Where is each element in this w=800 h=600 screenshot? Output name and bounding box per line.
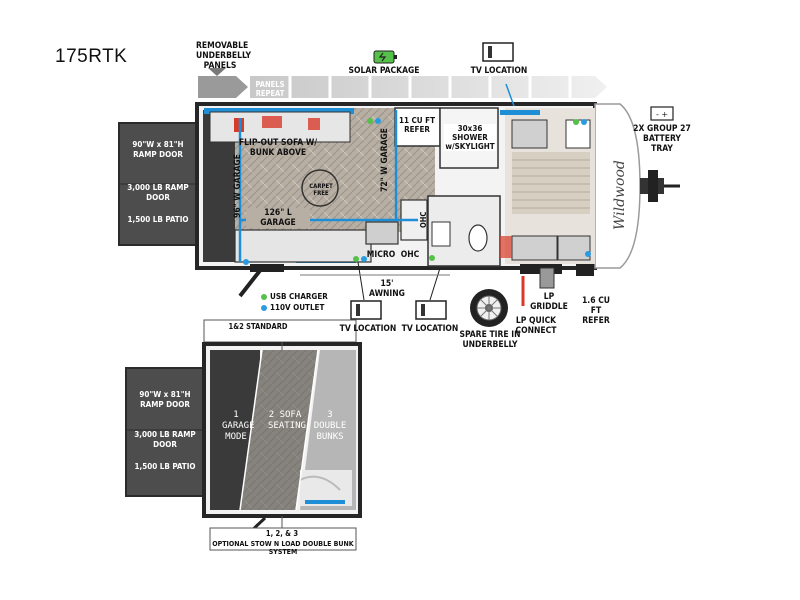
awning-label: 15' AWNING [369, 279, 405, 299]
panels-repeat-label: PANELS REPEAT [255, 80, 285, 98]
inset-footer-label: OPTIONAL STOW N LOAD DOUBLE BUNK SYSTEM [212, 540, 354, 556]
spare-tire-label: SPARE TIRE IN UNDERBELLY [459, 330, 521, 350]
inset-ramp-size-label: 90"W x 81"H RAMP DOOR [139, 390, 191, 409]
ramp-door-size-label: 90"W x 81"H RAMP DOOR [132, 140, 184, 159]
solar-battery-icon [373, 50, 397, 64]
solar-package-label: SOLAR PACKAGE [348, 66, 420, 76]
garage-width-72-label: 72" W GARAGE [380, 128, 390, 192]
inset-ramp-weight-label: 3,000 LB RAMP DOOR [134, 430, 196, 449]
legend-outlet-dot [261, 305, 267, 311]
ramp-door [118, 122, 198, 246]
lp-quick-connect-label: LP QUICK CONNECT [515, 316, 557, 336]
panels-arrow-icon [208, 68, 226, 76]
inset-patio-label: 1,500 LB PATIO [134, 462, 196, 471]
battery-tray-label: 2X GROUP 27 BATTERY TRAY [633, 124, 691, 154]
ramp-door-weight-label: 3,000 LB RAMP DOOR [127, 183, 189, 202]
outlet-dots [243, 118, 591, 265]
underbelly-panels-band [198, 76, 607, 98]
refer-label: 11 CU FT REFER [398, 116, 436, 134]
micro-label: MICRO [366, 250, 396, 260]
battery-icon: - + [650, 106, 674, 121]
carpet-free-label: CARPET FREE [309, 183, 333, 197]
carpet-free-stamp [301, 169, 339, 207]
lp-icons [521, 267, 555, 306]
mode-2-label: 2 SOFA SEATING [268, 410, 306, 431]
inset-header-label: 1&2 STANDARD [228, 322, 288, 331]
svg-text:- +: - + [656, 110, 668, 119]
rear-jack [238, 266, 264, 298]
ramp-patio-label: 1,500 LB PATIO [127, 215, 189, 224]
ohc-vertical-label: OHC [419, 211, 428, 228]
shower-label: 30x36 SHOWER w/SKYLIGHT [444, 124, 496, 151]
legend-usb: USB CHARGER [270, 292, 328, 301]
model-title: 175RTK [55, 46, 128, 67]
tv-bottom-icon-1 [350, 261, 382, 320]
tv-top-icon [482, 42, 515, 107]
brand-logo: Wildwood [612, 160, 628, 230]
tv-location-bottom-label-1: TV LOCATION [339, 324, 397, 334]
tv-location-bottom-label-2: TV LOCATION [401, 324, 459, 334]
mode-1-label: 1 GARAGE MODE [222, 410, 255, 442]
flip-sofa-label: FLIP-OUT SOFA W/ BUNK ABOVE [238, 138, 318, 158]
legend-usb-dot [261, 294, 267, 300]
legend-usb-text: USB CHARGER [270, 292, 328, 301]
legend-outlet-text: 110V OUTLET [270, 303, 325, 312]
mode-3-label: 3 DOUBLE BUNKS [313, 410, 347, 442]
tv-bottom-icon-2 [415, 267, 447, 320]
inset-footer-num: 1, 2, & 3 [265, 529, 299, 538]
garage-width-96-label: 96" W GARAGE [233, 154, 243, 218]
garage-length-label: 126" L GARAGE [246, 208, 310, 228]
trailer-body [195, 102, 680, 276]
tv-location-top-label: TV LOCATION [470, 66, 528, 76]
lp-griddle-label: LP GRIDDLE [530, 292, 568, 312]
refer-small-label: 1.6 CU FT REFER [581, 296, 611, 326]
removable-panels-label: REMOVABLE UNDERBELLY PANELS [196, 41, 252, 71]
spare-tire-icon [470, 289, 508, 327]
inset-diagram [125, 319, 362, 551]
ohc-label: OHC [400, 250, 420, 260]
legend-outlet: 110V OUTLET [270, 303, 324, 312]
